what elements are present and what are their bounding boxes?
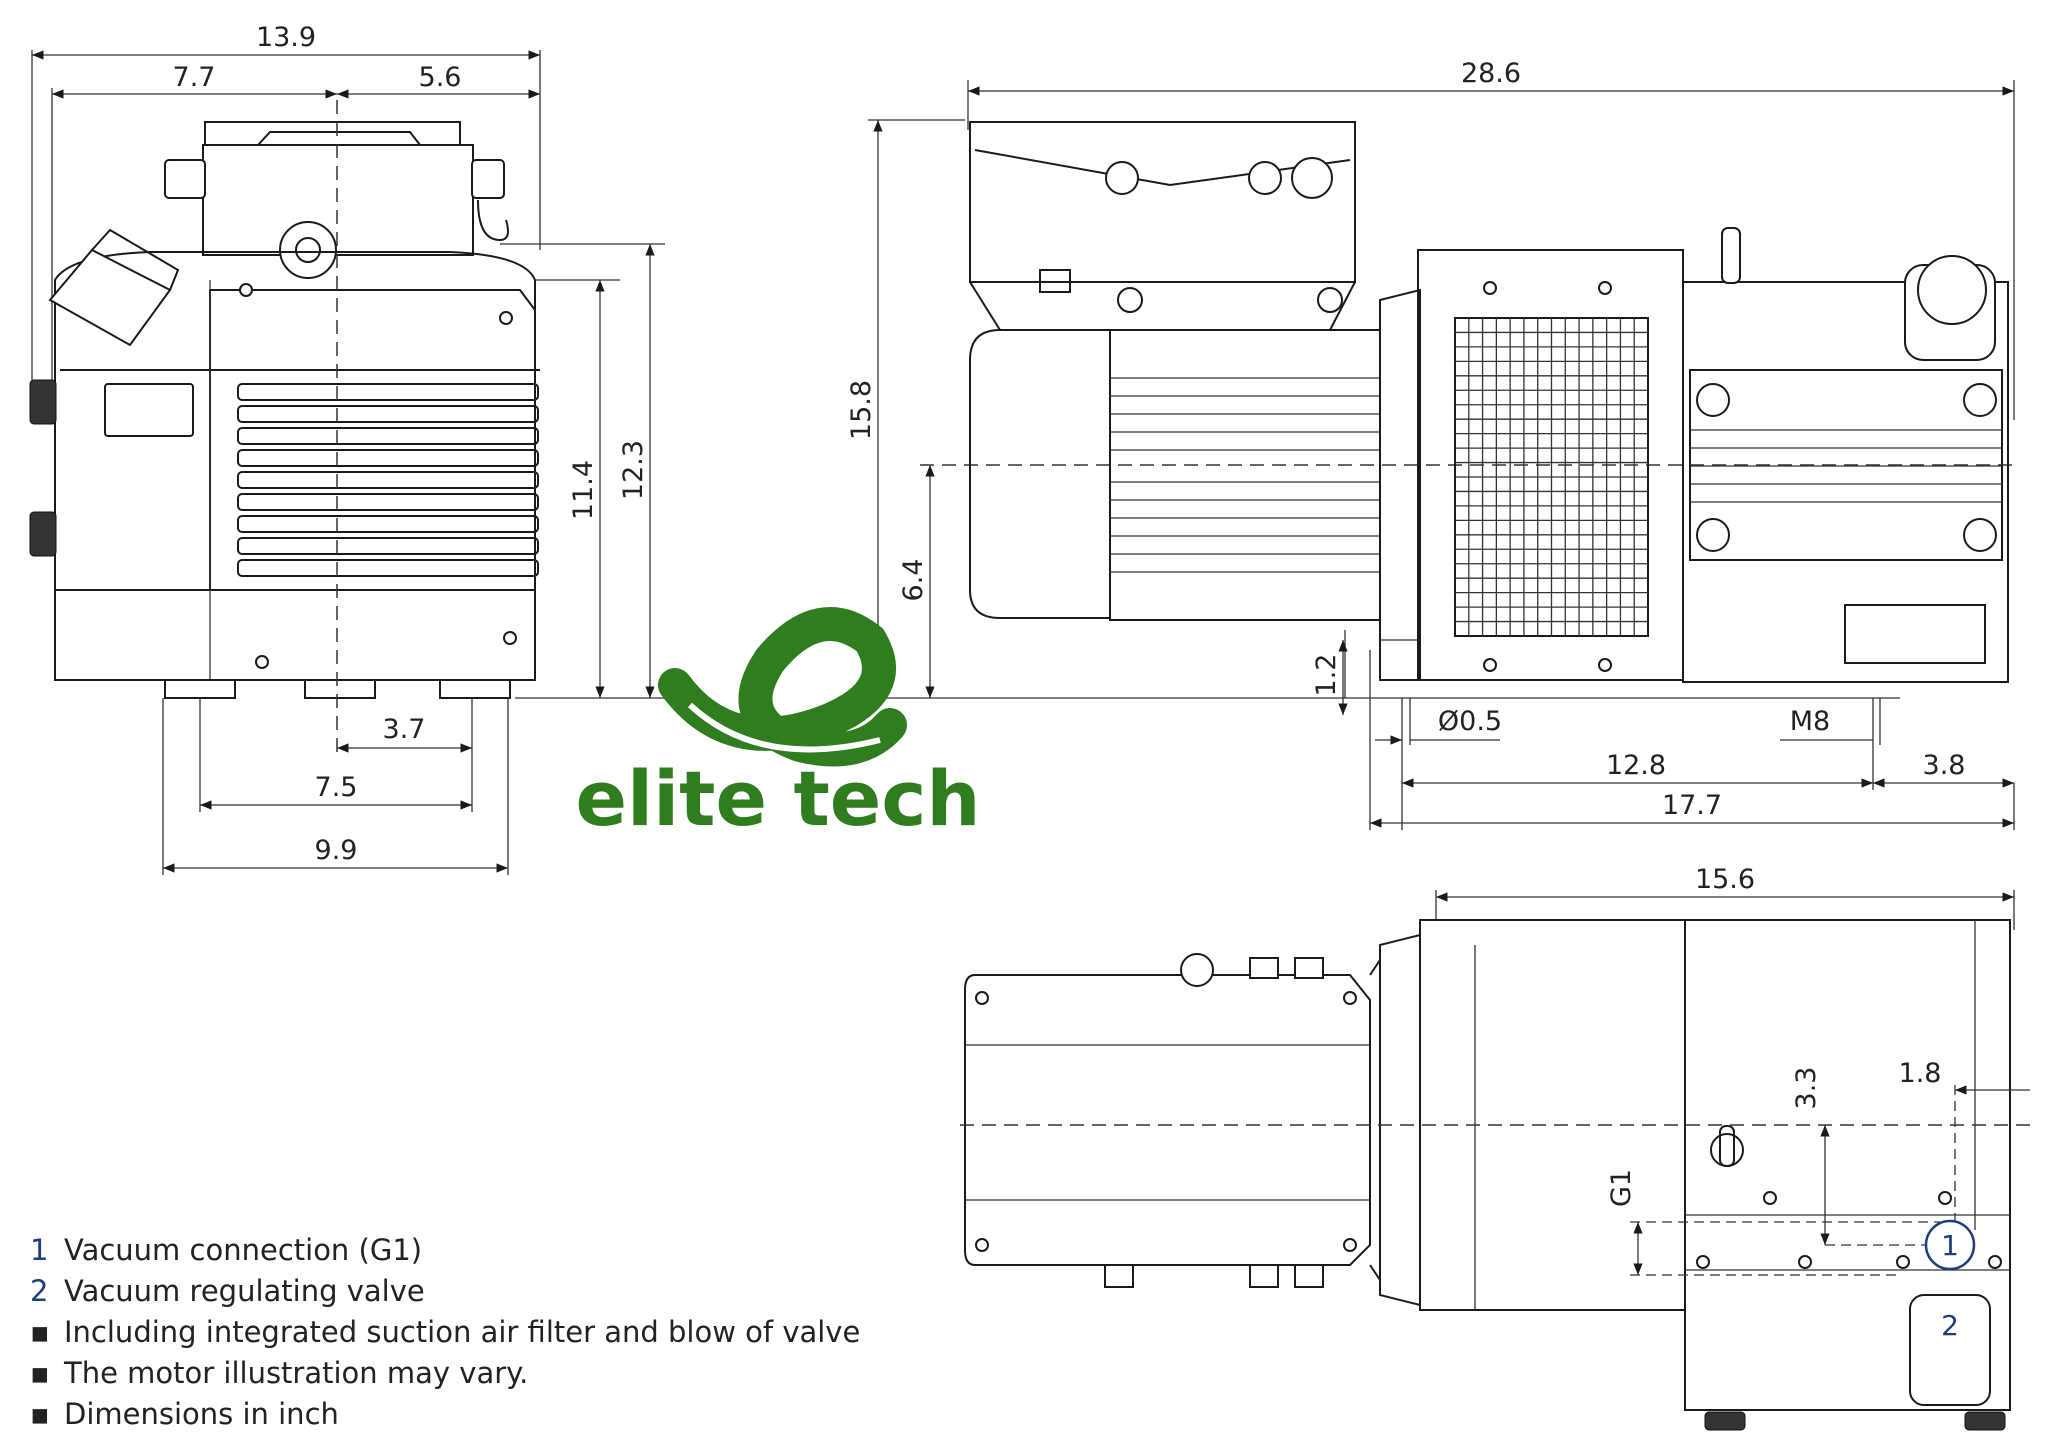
- brand-logo: elite tech: [575, 607, 981, 843]
- brand-wordmark: elite tech: [575, 754, 980, 843]
- legend-item: ▪ Dimensions in inch: [30, 1394, 860, 1435]
- callout-1: 1: [1924, 1219, 1976, 1271]
- legend-text: Dimensions in inch: [64, 1397, 339, 1431]
- dim-hole-diameter: Ø0.5: [1438, 706, 1502, 737]
- dim-foot-center: 3.7: [383, 714, 426, 745]
- legend-bullet: ▪: [30, 1397, 50, 1431]
- legend-text: Including integrated suction air filter …: [64, 1315, 861, 1349]
- dim-thread: M8: [1790, 706, 1830, 737]
- dim-port-offset-y: 3.3: [1791, 1067, 1822, 1110]
- front-vent-slots: [237, 383, 539, 577]
- dim-foot-outer: 9.9: [315, 835, 358, 866]
- dim-overall-width: 13.9: [256, 22, 316, 53]
- dim-overall-height: 12.3: [618, 440, 649, 500]
- legend-text: Vacuum regulating valve: [64, 1274, 425, 1308]
- dim-overall-length: 28.6: [1461, 58, 1521, 89]
- side-view: 28.6 15.8 6.4: [846, 58, 2015, 830]
- legend-marker: 1: [30, 1233, 49, 1267]
- legend-bullet: ▪: [30, 1315, 50, 1349]
- dim-end-offset: 3.8: [1923, 750, 1966, 781]
- dim-left-width: 7.7: [173, 62, 216, 93]
- callout-2-label: 2: [1941, 1309, 1959, 1342]
- dim-foot-span: 7.5: [315, 772, 358, 803]
- dim-body-height: 11.4: [568, 460, 599, 520]
- cooling-grille: [1455, 318, 1648, 636]
- callout-2: 2: [1941, 1309, 1959, 1342]
- legend-item: 1 Vacuum connection (G1): [30, 1230, 860, 1271]
- legend-item: 2 Vacuum regulating valve: [30, 1271, 860, 1312]
- dim-side-height: 15.8: [846, 380, 877, 440]
- dim-base-length: 17.7: [1662, 790, 1722, 821]
- dim-port-offset-x: 1.8: [1899, 1058, 1942, 1089]
- legend-item: ▪ Including integrated suction air filte…: [30, 1312, 860, 1353]
- dim-pump-length: 15.6: [1695, 864, 1755, 895]
- dim-shaft-height: 6.4: [898, 559, 929, 602]
- legend-marker: 2: [30, 1274, 49, 1308]
- top-view: 15.6: [960, 864, 2030, 1431]
- dim-right-width: 5.6: [419, 62, 462, 93]
- dim-port-thread: G1: [1606, 1169, 1637, 1207]
- legend-bullet: ▪: [30, 1356, 50, 1390]
- dim-foot-height: 1.2: [1311, 654, 1342, 697]
- legend-text: Vacuum connection (G1): [64, 1233, 423, 1267]
- legend: 1 Vacuum connection (G1) 2 Vacuum regula…: [30, 1230, 860, 1435]
- pump-fins: [1690, 429, 2002, 503]
- legend-item: ▪ The motor illustration may vary.: [30, 1353, 860, 1394]
- front-view: 13.9 7.7 5.6: [29, 22, 665, 875]
- legend-text: The motor illustration may vary.: [64, 1356, 529, 1390]
- dim-foot-spacing: 12.8: [1606, 750, 1666, 781]
- motor-fins: [1110, 377, 1380, 573]
- callout-1-label: 1: [1941, 1229, 1959, 1262]
